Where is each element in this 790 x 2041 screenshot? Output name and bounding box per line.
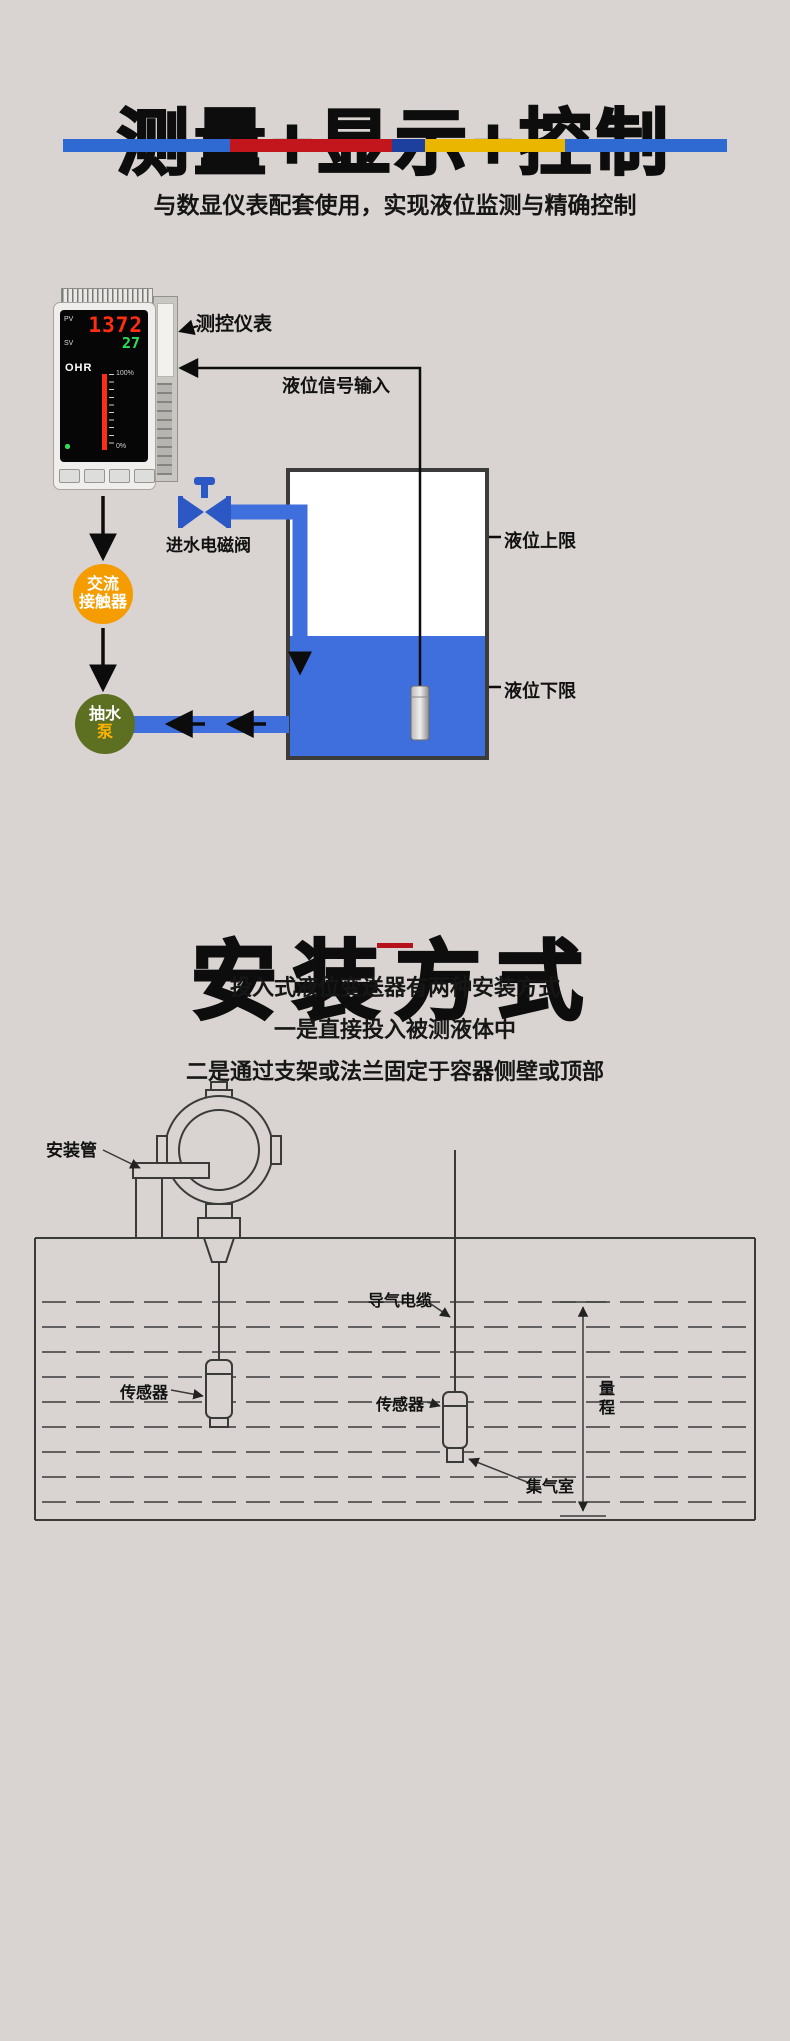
description-line: 投入式液位变送器有两种安装方式 <box>229 975 560 1000</box>
signal-input-label: 液位信号输入 <box>282 376 390 396</box>
description-line: 一是直接投入被测液体中 <box>273 1017 516 1042</box>
instrument-button <box>134 469 155 483</box>
instrument-terminal-strip <box>157 383 172 475</box>
sensor-left-label: 传感器 <box>120 1385 169 1402</box>
instrument-button <box>59 469 80 483</box>
sensor-left-leader <box>170 1389 204 1400</box>
inlet-pipe <box>229 504 308 648</box>
air-cable-label: 导气电缆 <box>368 1293 433 1310</box>
mounting-pipe <box>132 1162 210 1239</box>
leader-arrows <box>102 1149 528 1483</box>
sensor-left <box>205 1359 233 1428</box>
control-diagram <box>89 319 501 760</box>
signal-line <box>178 358 422 690</box>
gas-chamber <box>446 1447 464 1463</box>
instrument-side-terminals <box>153 296 178 482</box>
title-underline <box>377 943 413 948</box>
installation-diagram <box>34 1081 756 1521</box>
bargraph-scale-icon <box>109 374 114 450</box>
gas-chamber-label: 集气室 <box>526 1479 575 1496</box>
water-pump-node: 抽水 泵 <box>75 694 135 754</box>
tank-wall <box>286 468 489 760</box>
cable-leader <box>427 1301 451 1318</box>
pv-label: PV <box>64 316 74 323</box>
alarm-led-icon <box>65 444 70 449</box>
transmitter-head <box>156 1081 282 1360</box>
tank <box>286 468 489 760</box>
ac-contactor-node: 交流 接触器 <box>73 564 133 624</box>
upper-limit-label: 液位上限 <box>504 531 576 551</box>
solenoid-valve-icon <box>178 477 231 528</box>
pv-value: 1372 <box>88 313 143 337</box>
instrument-display-panel: PV 1372 SV 27 OHR 100% 0% <box>60 310 148 462</box>
inlet-valve-label: 进水电磁阀 <box>166 536 251 555</box>
sensor-right-label: 传感器 <box>376 1397 425 1414</box>
lower-limit-label: 液位下限 <box>504 681 576 701</box>
instrument-label-arrow <box>178 319 199 336</box>
liquid-lines <box>42 1301 748 1503</box>
instrument-label: 测控仪表 <box>196 314 273 335</box>
tank-liquid <box>290 636 486 757</box>
pump-text-line2: 泵 <box>96 724 113 741</box>
section-title-installation: 安装方式 <box>190 933 599 1032</box>
instrument-buttons <box>59 469 155 483</box>
scale-bottom-label: 0% <box>116 443 127 450</box>
sv-value: 27 <box>121 334 140 352</box>
submersible-sensor <box>410 685 430 741</box>
divider-segment <box>63 139 230 152</box>
range-dimension <box>560 1301 606 1517</box>
installation-description: 投入式液位变送器有两种安装方式 一是直接投入被测液体中 二是通过支架或法兰固定于… <box>0 970 790 1096</box>
page-subtitle: 与数显仪表配套使用，实现液位监测与精确控制 <box>153 192 637 218</box>
instrument-case: PV 1372 SV 27 OHR 100% 0% <box>53 302 156 490</box>
instrument-side-label <box>157 303 174 377</box>
divider-segment <box>392 139 425 152</box>
sv-label: SV <box>64 340 74 347</box>
contactor-text-line1: 交流 <box>86 576 119 594</box>
divider-segment <box>230 139 392 152</box>
instrument-button <box>84 469 105 483</box>
divider-segment <box>425 139 565 152</box>
mount-pipe-label: 安装管 <box>46 1141 97 1160</box>
sensor-right-leader <box>426 1398 441 1409</box>
contactor-text-line2: 接触器 <box>78 594 127 611</box>
gas-chamber-leader <box>468 1457 528 1483</box>
brand-logo: OHR <box>65 362 93 374</box>
range-label: 量程 <box>596 1380 613 1418</box>
page-title: 测量+显示+控制 <box>116 103 674 186</box>
tricolor-divider <box>63 139 727 152</box>
sensor-right <box>442 1391 468 1463</box>
controller-instrument: PV 1372 SV 27 OHR 100% 0% <box>53 286 178 494</box>
description-line: 二是通过支架或法兰固定于容器侧壁或顶部 <box>185 1059 604 1084</box>
bargraph-icon <box>102 374 107 450</box>
pump-text-line1: 抽水 <box>88 706 121 724</box>
mount-pipe-leader <box>102 1149 141 1169</box>
divider-segment <box>565 139 727 152</box>
scale-top-label: 100% <box>116 370 134 377</box>
instrument-button <box>109 469 130 483</box>
